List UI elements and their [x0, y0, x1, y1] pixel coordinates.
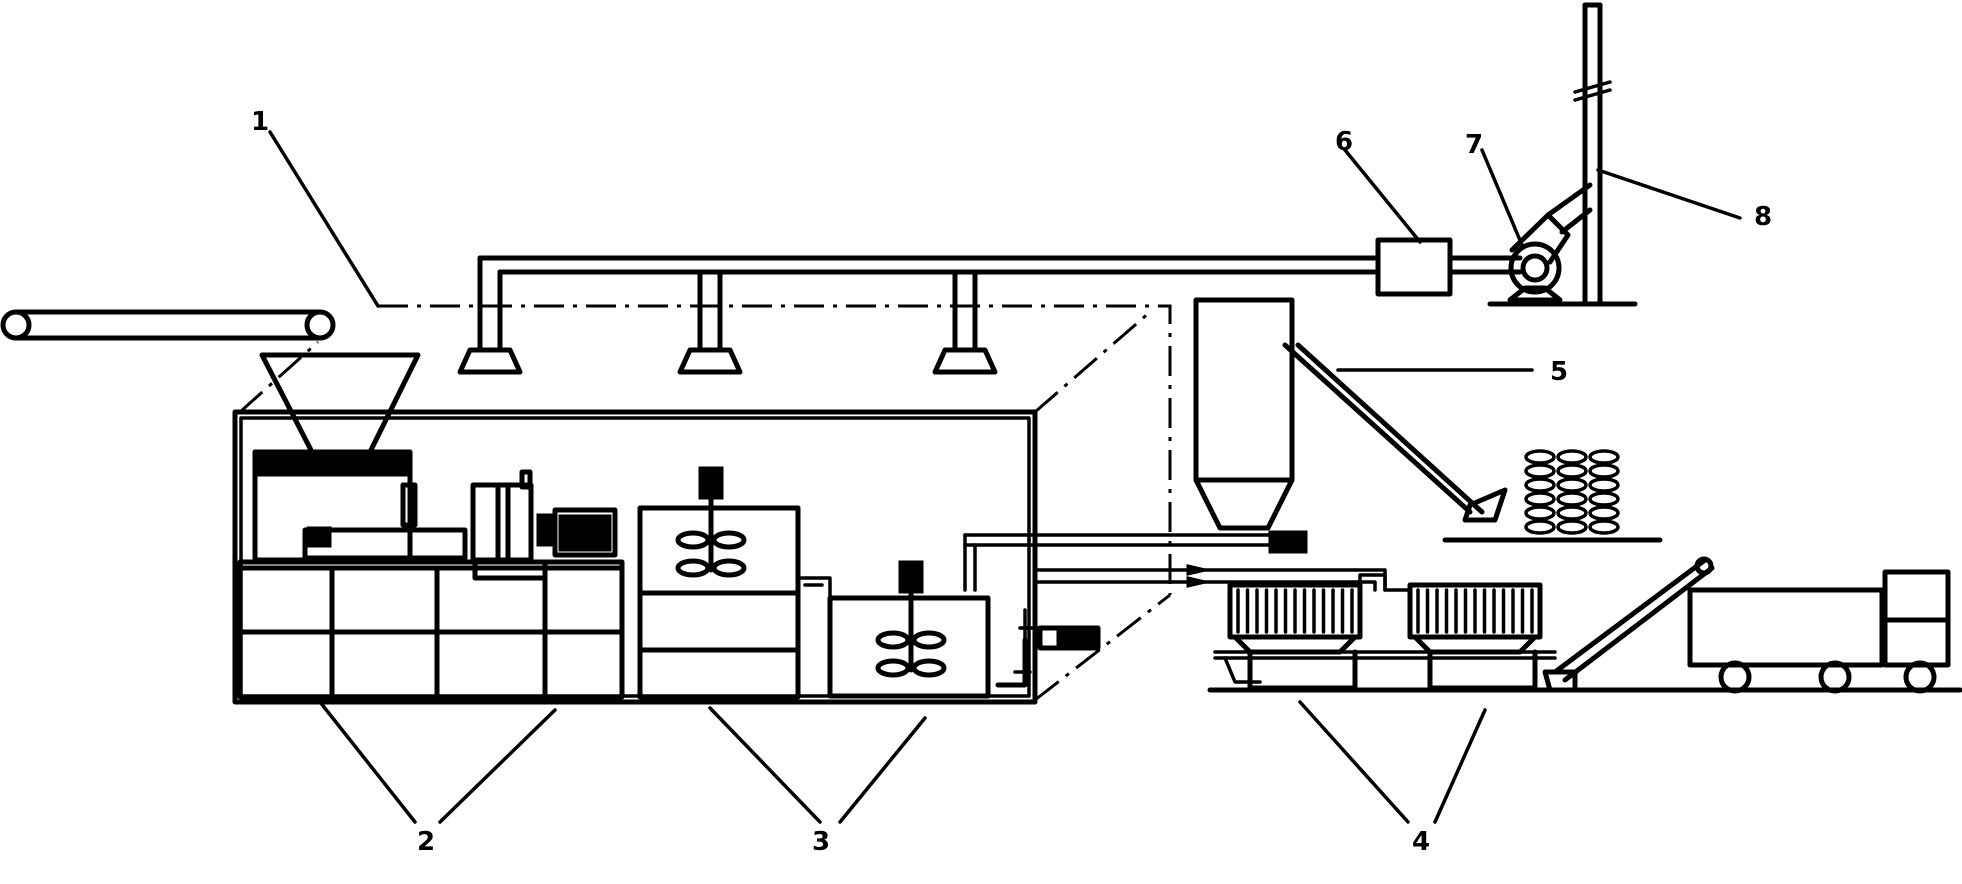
mixing-tank-1: [637, 466, 801, 700]
callout-6: 6: [1335, 127, 1353, 157]
bag: [1524, 477, 1556, 493]
bag: [1588, 491, 1620, 507]
callout-8: 8: [1754, 202, 1772, 232]
bag: [1524, 449, 1556, 465]
flow-lines: [238, 304, 1172, 702]
bag: [1556, 519, 1588, 535]
pump-and-piping: [963, 530, 1387, 688]
inclined-conveyor-to-truck: [1542, 556, 1715, 693]
callout-1: 1: [251, 107, 269, 137]
callout-2: 2: [417, 827, 435, 857]
bag: [1556, 505, 1588, 521]
bag: [1588, 505, 1620, 521]
dust-collector-box: [1375, 237, 1453, 297]
bag: [1588, 463, 1620, 479]
bag: [1556, 449, 1588, 465]
transport-truck: [1667, 569, 1962, 694]
mixing-tank-2: [796, 560, 991, 699]
bag: [1524, 491, 1556, 507]
enclosure: [232, 409, 1038, 705]
bag: [1556, 491, 1588, 507]
storage-silo: [1193, 297, 1295, 531]
leader-lines: [268, 130, 1742, 824]
bag: [1524, 463, 1556, 479]
bag: [1524, 519, 1556, 535]
exhaust-stack: [1487, 2, 1638, 307]
bag: [1556, 477, 1588, 493]
callout-7: 7: [1465, 130, 1483, 160]
callout-3: 3: [812, 827, 830, 857]
callout-5: 5: [1550, 357, 1568, 387]
belt-conveyor: [0, 309, 336, 341]
bag: [1588, 477, 1620, 493]
bag: [1524, 505, 1556, 521]
bag: [1556, 463, 1588, 479]
inclined-conveyor-to-silo: [1282, 342, 1508, 523]
extruder-unit: [252, 449, 618, 563]
callout-4: 4: [1412, 827, 1430, 857]
mixer-bench: [237, 559, 625, 700]
bag: [1588, 519, 1620, 535]
dust-extraction-duct: [457, 255, 1523, 375]
bag: [1588, 449, 1620, 465]
stacked-bags: [1524, 449, 1620, 535]
